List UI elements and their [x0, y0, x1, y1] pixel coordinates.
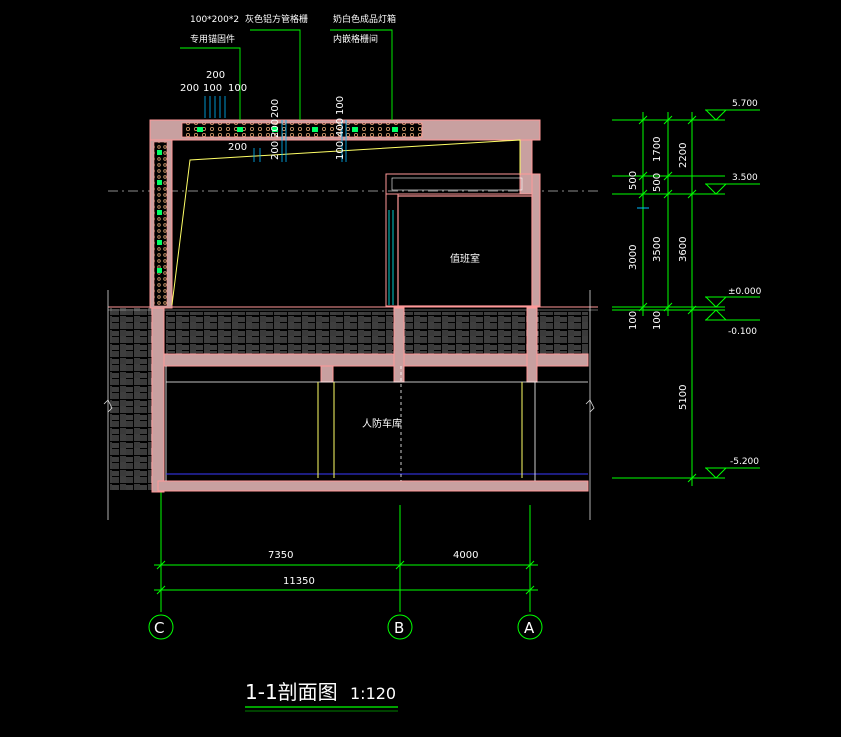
axis-a-label: A	[524, 619, 535, 637]
detail-dims-lines	[204, 96, 347, 162]
canopy-structure	[149, 119, 541, 309]
dim-200-top: 200	[206, 70, 225, 81]
room-duty-label: 值班室	[450, 252, 480, 265]
right-ticks	[638, 115, 697, 483]
dim-100-c2: 100	[652, 311, 663, 330]
axis-bubbles	[148, 614, 543, 640]
dim-total-11350: 11350	[283, 576, 315, 587]
dim-v200-b: 200	[270, 119, 281, 138]
level-3500: 3.500	[732, 173, 758, 183]
dim-span-4000: 4000	[453, 550, 478, 561]
axis-c-label: C	[154, 619, 164, 637]
dim-side-200: 200	[228, 142, 247, 153]
dim-100-b: 100	[228, 83, 247, 94]
dim-v100-a: 100	[335, 96, 346, 115]
dim-5100: 5100	[678, 385, 689, 410]
axis-b-label: B	[394, 619, 404, 637]
dim-v200-a: 200	[270, 99, 281, 118]
note-grille-inset: 内嵌格栅间	[333, 33, 378, 45]
garage-structure	[151, 307, 589, 493]
dim-1700: 1700	[652, 137, 663, 162]
duty-room	[385, 173, 541, 307]
dim-500-b: 500	[652, 173, 663, 192]
dim-100-a: 100	[203, 83, 222, 94]
right-dim-lines	[612, 112, 725, 486]
level-minus-0100: -0.100	[728, 327, 757, 337]
dim-200-left: 200	[180, 83, 199, 94]
level-0: ±0.000	[728, 287, 762, 297]
dim-2200: 2200	[678, 143, 689, 168]
dim-v100-b: 100	[335, 141, 346, 160]
dim-100-c1: 100	[628, 311, 639, 330]
dim-500-a: 500	[628, 171, 639, 190]
level-minus-5200: -5.200	[730, 457, 759, 467]
break-marks	[103, 290, 595, 520]
dim-v200-c: 200	[270, 141, 281, 160]
bottom-dim-lines	[154, 560, 538, 595]
annotation-leaders	[180, 29, 393, 120]
note-fastener-size: 100*200*2	[190, 15, 239, 25]
note-lightbox: 奶白色成品灯箱	[333, 13, 396, 25]
ground-hatch	[110, 308, 588, 490]
dim-3500: 3500	[652, 237, 663, 262]
drawing-title: 1-1剖面图	[245, 680, 338, 704]
room-garage-label: 人防车库	[362, 417, 402, 430]
note-aluminum-grille: 灰色铝方管格栅	[245, 13, 308, 25]
level-5700: 5.700	[732, 99, 758, 109]
axis-lines	[160, 488, 531, 612]
dim-span-7350: 7350	[268, 550, 293, 561]
drawing-scale: 1:120	[350, 684, 396, 703]
dim-3000: 3000	[628, 245, 639, 270]
dim-3600: 3600	[678, 237, 689, 262]
note-fastener: 专用锚固件	[190, 33, 235, 45]
level-markers	[705, 109, 760, 479]
dim-v400: 400	[335, 118, 346, 137]
